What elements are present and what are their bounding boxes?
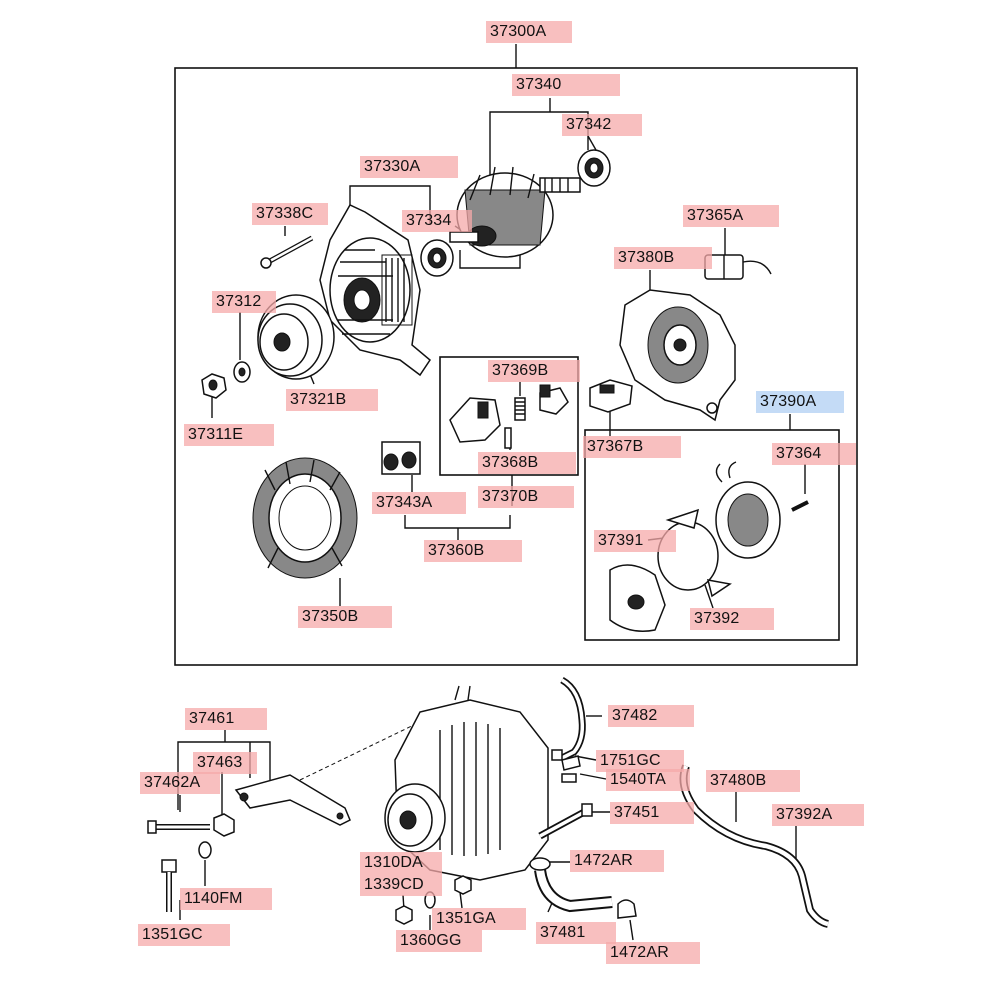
label-37390A[interactable]: 37390A bbox=[756, 391, 844, 413]
label-37321B[interactable]: 37321B bbox=[286, 389, 378, 411]
label-37300A[interactable]: 37300A bbox=[486, 21, 572, 43]
adjusting-bolt-part bbox=[147, 820, 210, 834]
label-37368B[interactable]: 37368B bbox=[478, 452, 576, 474]
label-37370B[interactable]: 37370B bbox=[478, 486, 574, 508]
front-bearing-part bbox=[577, 149, 611, 187]
label-1339CD[interactable]: 1339CD bbox=[360, 874, 442, 896]
label-37480B[interactable]: 37480B bbox=[706, 770, 800, 792]
label-37380B[interactable]: 37380B bbox=[614, 247, 712, 269]
return-hose-part bbox=[534, 868, 613, 913]
label-37392[interactable]: 37392 bbox=[690, 608, 774, 630]
mount-bolt-part bbox=[161, 859, 177, 912]
washer-1140fm-part bbox=[198, 841, 212, 859]
rear-bracket-part bbox=[619, 289, 736, 422]
alternator-assembly-part bbox=[384, 685, 549, 881]
vacuum-pump-frame bbox=[584, 429, 840, 641]
leader-lines-top bbox=[211, 44, 806, 609]
rear-bearing-set-part bbox=[381, 441, 421, 475]
pulley-nut-part bbox=[201, 373, 227, 399]
nut-1360gg-part bbox=[395, 905, 413, 925]
label-37461[interactable]: 37461 bbox=[185, 708, 267, 730]
vacuum-pump-housing-part bbox=[715, 461, 809, 559]
eye-bolt-part bbox=[561, 755, 581, 783]
label-37343A[interactable]: 37343A bbox=[372, 492, 466, 514]
spring-washer-part bbox=[233, 361, 251, 383]
label-1351GC[interactable]: 1351GC bbox=[138, 924, 230, 946]
brush-holder-part bbox=[449, 384, 569, 449]
adjusting-nut-part bbox=[213, 813, 235, 837]
connector-part bbox=[704, 254, 772, 280]
label-37365A[interactable]: 37365A bbox=[683, 205, 779, 227]
pulley-part bbox=[257, 294, 335, 380]
label-37311E[interactable]: 37311E bbox=[184, 424, 274, 446]
label-37391[interactable]: 37391 bbox=[594, 530, 676, 552]
label-37392A[interactable]: 37392A bbox=[772, 804, 864, 826]
label-1472AR-upper[interactable]: 1472AR bbox=[570, 850, 664, 872]
vacuum-hose-part bbox=[679, 764, 830, 928]
label-37482[interactable]: 37482 bbox=[608, 705, 694, 727]
label-37312[interactable]: 37312 bbox=[212, 291, 276, 313]
label-37334[interactable]: 37334 bbox=[402, 210, 472, 232]
nut-1351ga-part bbox=[454, 875, 472, 895]
label-1140FM[interactable]: 1140FM bbox=[180, 888, 272, 910]
label-37451[interactable]: 37451 bbox=[610, 802, 694, 824]
label-37338C[interactable]: 37338C bbox=[252, 203, 328, 225]
rear-bearing-part bbox=[420, 239, 454, 277]
stator-part bbox=[252, 457, 358, 579]
label-1472AR-lower[interactable]: 1472AR bbox=[606, 942, 700, 964]
regulator-part bbox=[589, 379, 633, 413]
label-37369B[interactable]: 37369B bbox=[488, 360, 580, 382]
hose-clamp-upper-part bbox=[529, 857, 551, 871]
label-37342[interactable]: 37342 bbox=[562, 114, 642, 136]
vacuum-pump-cover-part bbox=[609, 564, 666, 632]
label-1540TA[interactable]: 1540TA bbox=[606, 769, 690, 791]
adjusting-bracket-part bbox=[234, 774, 351, 826]
label-37481[interactable]: 37481 bbox=[536, 922, 616, 944]
label-37462A[interactable]: 37462A bbox=[140, 772, 220, 794]
label-37364[interactable]: 37364 bbox=[772, 443, 856, 465]
label-37350B[interactable]: 37350B bbox=[298, 606, 392, 628]
label-37340[interactable]: 37340 bbox=[512, 74, 620, 96]
through-bolt-part bbox=[260, 235, 314, 269]
label-1351GA[interactable]: 1351GA bbox=[432, 908, 526, 930]
front-bracket-part bbox=[319, 204, 431, 377]
bolt-37451-part bbox=[538, 803, 593, 840]
label-1360GG[interactable]: 1360GG bbox=[396, 930, 482, 952]
label-1310DA[interactable]: 1310DA bbox=[360, 852, 442, 874]
label-1751GC[interactable]: 1751GC bbox=[596, 750, 684, 772]
label-37330A[interactable]: 37330A bbox=[360, 156, 458, 178]
oil-hose-37482-part bbox=[551, 676, 586, 762]
label-37367B[interactable]: 37367B bbox=[583, 436, 681, 458]
label-37360B[interactable]: 37360B bbox=[424, 540, 522, 562]
label-37463[interactable]: 37463 bbox=[193, 752, 257, 774]
brush-holder-frame bbox=[439, 356, 579, 476]
hose-clamp-lower-part bbox=[617, 899, 637, 919]
